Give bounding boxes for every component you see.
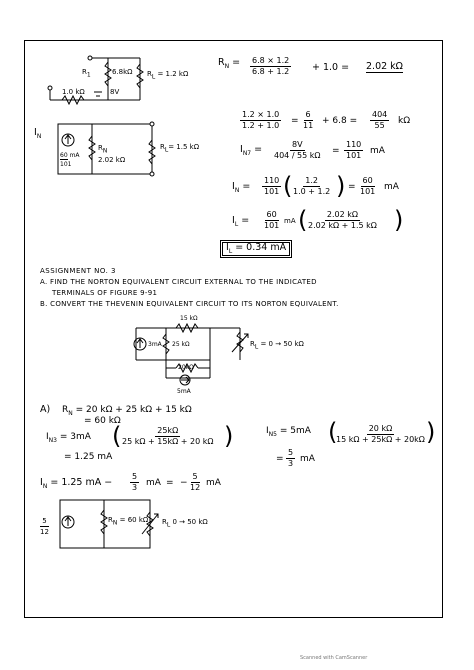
circuit1-rl-label: RL = 1.2 kΩ [147, 70, 189, 81]
norton-1-wires [57, 121, 156, 177]
assignment-line-a: A. FIND THE NORTON EQUIVALENT CIRCUIT EX… [40, 278, 317, 286]
eq-step-eq1: = [291, 116, 299, 126]
circuit2-source2: 5mA [177, 388, 191, 395]
sol-a-label: A) [40, 404, 51, 415]
sol-a-ins-eq: = [276, 454, 284, 464]
assignment-line-a2: TERMINALS OF FIGURE 9-91 [52, 289, 158, 297]
eq-rn-result: 2.02 kΩ [366, 61, 403, 73]
sol-a-in3-result: = 1.25 mA [64, 452, 113, 462]
page-border [24, 40, 443, 618]
circuit2-r-mid: 25 kΩ [172, 341, 190, 348]
norton1-rn-label: RN [98, 144, 108, 155]
eq-il-lhs: IL = [232, 215, 250, 228]
norton1-source-den: 101 [60, 161, 72, 168]
eq-int-eq2: = [332, 146, 340, 156]
circuit2-rl-label: RL = 0 → 50 kΩ [250, 340, 304, 351]
eq-il-unit: mA [284, 217, 296, 225]
il-result-box: IL = 0.34 mA [219, 240, 293, 258]
sol-a-ins-unit: mA [300, 454, 315, 464]
sol-in-unit1: mA [146, 478, 161, 488]
eq-rn-plus: + 1.0 = [312, 62, 350, 73]
norton-2-wires [59, 499, 159, 549]
sol-in-neg: − [180, 478, 188, 488]
circuit1-source: 8V [110, 88, 120, 96]
norton1-rl-label: RL= 1.5 kΩ [160, 143, 200, 154]
norton2-rl: RL 0 → 50 kΩ [162, 518, 208, 529]
eq-int-lhs: IN7 = [240, 144, 263, 157]
circuit2-r-bottom: 20kΩ [178, 364, 194, 371]
circuit1-r1-value: 6.8kΩ [112, 68, 133, 76]
norton1-rn-value: 2.02 kΩ [98, 156, 126, 164]
norton2-rn: RN = 60 kΩ [108, 516, 149, 527]
sol-in-lhs: IN = 1.25 mA − [40, 477, 113, 490]
assignment-title: ASSIGNMENT NO. 3 [40, 267, 116, 275]
sol-a-rn: RN = 20 kΩ + 25 kΩ + 15 kΩ [62, 405, 192, 417]
circuit-2-wires [133, 322, 249, 386]
scanner-footer: Scanned with CamScanner [300, 655, 368, 661]
eq-step-unit: kΩ [398, 116, 411, 126]
circuit2-source1: 3mA [148, 341, 162, 348]
sol-a-in3: IN3 = 3mA [46, 432, 91, 444]
circuit2-r-top: 15 kΩ [180, 315, 198, 322]
eq-rn-lhs: RN = [218, 57, 241, 70]
eq-int-unit: mA [370, 146, 385, 156]
eq-in-unit: mA [384, 182, 399, 192]
eq-in-lhs: IN = [232, 181, 251, 194]
norton1-source-num: 60 mA [60, 152, 80, 160]
sol-a-ins: IN5 = 5mA [266, 426, 311, 438]
eq-in-eq2: = [348, 182, 356, 192]
sol-a-rn-result: = 60 kΩ [84, 416, 121, 426]
norton1-in-label: IN [34, 127, 42, 140]
circuit-1-wires [47, 55, 144, 106]
eq-step-plus: + 6.8 = [322, 116, 358, 126]
sol-in-unit2: mA [206, 478, 221, 488]
circuit1-r-bottom: 1.0 kΩ [62, 88, 85, 96]
circuit1-r1-label: R1 [82, 68, 91, 79]
assignment-line-b: B. CONVERT THE THEVENIN EQUIVALENT CIRCU… [40, 300, 339, 308]
sol-in-eq: = [166, 478, 174, 488]
